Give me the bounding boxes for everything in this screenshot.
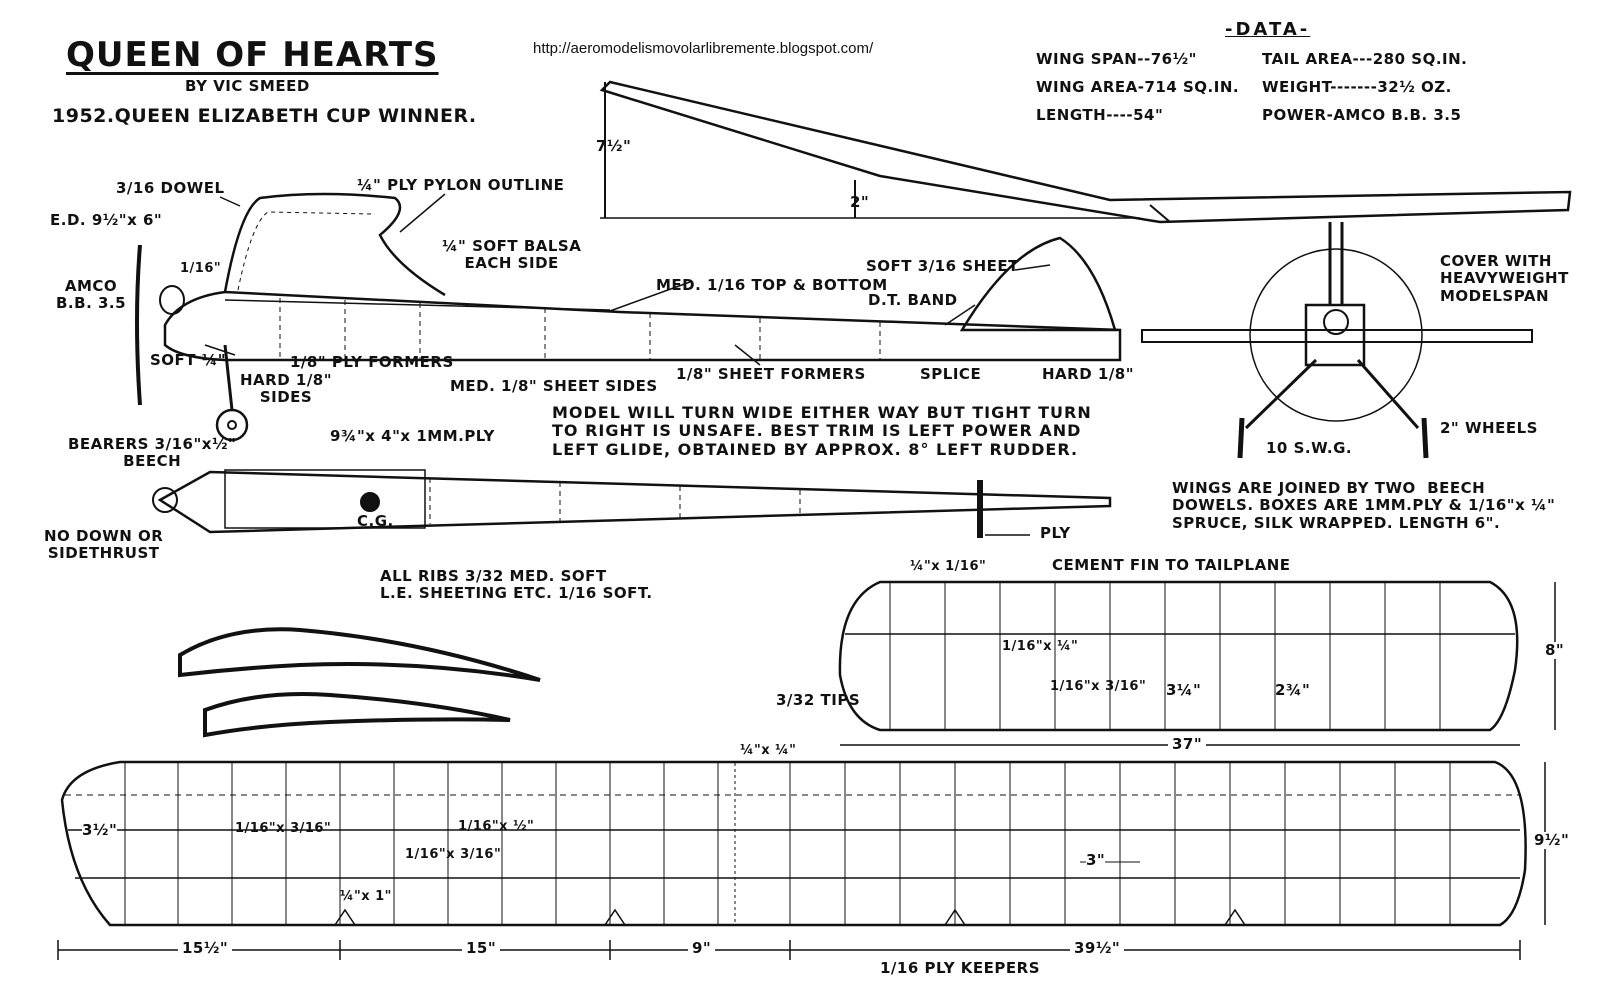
front-view <box>1141 222 1533 459</box>
dihedral-tip-height: 7½" <box>596 137 632 155</box>
label-ply-plate: 9¾"x 4"x 1MM.PLY <box>330 427 495 445</box>
data-tail-area: TAIL AREA---280 SQ.IN. <box>1262 50 1468 68</box>
wing-center-bay: 3" <box>1086 851 1106 870</box>
label-soft-quarter: SOFT ¼" <box>150 351 227 369</box>
label-med-sheet: MED. 1/8" SHEET SIDES <box>450 377 658 395</box>
plan-view <box>152 469 1112 538</box>
label-bearers: BEARERS 3/16"x½" BEECH <box>68 435 237 471</box>
ribs-note: ALL RIBS 3/32 MED. SOFT L.E. SHEETING ET… <box>380 567 653 603</box>
wing-chord: 9½" <box>1534 831 1570 850</box>
label-wire: 10 S.W.G. <box>1266 439 1353 457</box>
label-pylon: ¼" PLY PYLON OUTLINE <box>357 176 565 194</box>
label-balsa: ¼" SOFT BALSA EACH SIDE <box>442 237 582 273</box>
dihedral-view <box>599 80 1572 224</box>
tailplane-heading: CEMENT FIN TO TAILPLANE <box>1052 556 1291 574</box>
wing-dim-4: 39½" <box>1070 939 1125 958</box>
side-view <box>135 192 1122 442</box>
trim-note: MODEL WILL TURN WIDE EITHER WAY BUT TIGH… <box>552 403 1092 459</box>
wing-dim-1: 15½" <box>178 939 233 958</box>
award-line: 1952.QUEEN ELIZABETH CUP WINNER. <box>52 105 477 127</box>
label-wheels: 2" WHEELS <box>1440 419 1538 437</box>
label-hard-sides: HARD 1/8" SIDES <box>240 371 333 407</box>
wing-keepers: 1/16 PLY KEEPERS <box>880 959 1041 978</box>
data-wing-area: WING AREA-714 SQ.IN. <box>1036 78 1240 96</box>
label-top-bottom: MED. 1/16 TOP & BOTTOM <box>656 276 888 294</box>
tailplane-chord: 8" <box>1545 641 1565 660</box>
label-tail-ply: PLY <box>1040 524 1071 542</box>
airfoil-sections <box>178 627 541 738</box>
label-nose-dim: 1/16" <box>180 261 222 276</box>
wing-plan <box>57 760 1546 960</box>
wing-spar-a: 1/16"x 3/16" <box>235 821 332 836</box>
wing-dim-2: 15" <box>462 939 501 958</box>
wing-dim-3: 9" <box>688 939 716 958</box>
label-cover: COVER WITH HEAVYWEIGHT MODELSPAN <box>1440 252 1569 305</box>
data-heading: -DATA- <box>1225 19 1311 40</box>
data-wing-span: WING SPAN--76½" <box>1036 50 1197 68</box>
label-cg: C.G. <box>357 512 394 530</box>
tailplane-spar-b: 1/16"x 3/16" <box>1050 679 1147 694</box>
label-ply-formers: 1/8" PLY FORMERS <box>290 353 454 371</box>
label-hard-tail: HARD 1/8" <box>1042 365 1135 383</box>
wing-spar-b: 1/16"x ½" <box>458 819 535 834</box>
tailplane-bay-b: 2¾" <box>1275 681 1311 699</box>
label-prop: E.D. 9½"x 6" <box>50 211 163 229</box>
data-length: LENGTH----54" <box>1036 106 1164 124</box>
data-weight: WEIGHT-------32½ OZ. <box>1262 78 1452 96</box>
plan-title: QUEEN OF HEARTS <box>66 35 439 75</box>
wing-joining-note: WINGS ARE JOINED BY TWO BEECH DOWELS. BO… <box>1172 479 1556 532</box>
tailplane-bay-a: 3¼" <box>1166 681 1202 699</box>
tailplane-tips: 3/32 TIPS <box>776 691 861 709</box>
label-engine: AMCO B.B. 3.5 <box>56 277 127 313</box>
tailplane-le-spar: ¼"x 1/16" <box>910 559 987 574</box>
wing-tip-chord: 3½" <box>82 821 118 840</box>
data-power: POWER-AMCO B.B. 3.5 <box>1262 106 1462 124</box>
dihedral-center-height: 2" <box>850 193 870 211</box>
label-soft-sheet: SOFT 3/16 SHEET <box>866 257 1019 275</box>
label-thrust: NO DOWN OR SIDETHRUST <box>44 527 164 563</box>
label-dowel: 3/16 DOWEL <box>116 179 225 197</box>
source-url[interactable]: http://aeromodelismovolarlibremente.blog… <box>533 40 874 57</box>
tailplane-spar-a: 1/16"x ¼" <box>1002 639 1079 654</box>
wing-spar-c: 1/16"x 3/16" <box>405 847 502 862</box>
label-sheet-formers: 1/8" SHEET FORMERS <box>676 365 866 383</box>
wing-dowel: ¼"x 1" <box>340 889 392 904</box>
label-splice: SPLICE <box>920 365 982 383</box>
label-dt-band: D.T. BAND <box>868 291 958 309</box>
designer-credit: BY VIC SMEED <box>185 77 310 95</box>
tailplane-plan <box>838 580 1556 746</box>
tailplane-span: 37" <box>1168 735 1207 754</box>
wing-le-spar: ¼"x ¼" <box>740 743 797 758</box>
